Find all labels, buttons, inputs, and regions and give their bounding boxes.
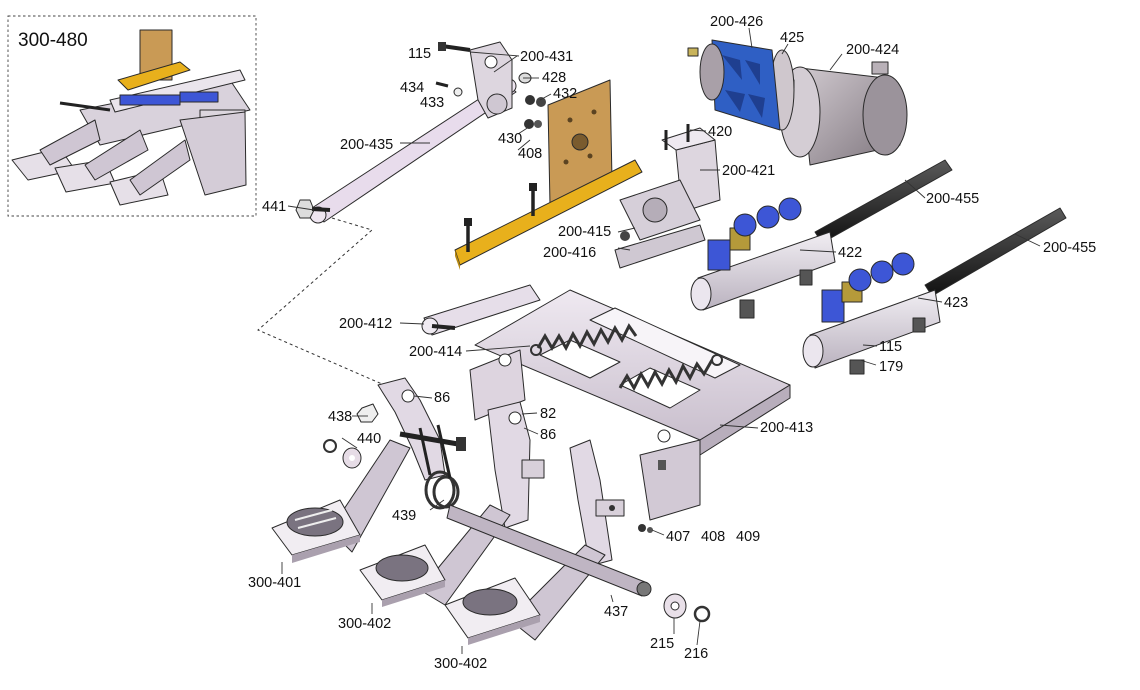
label-437: 437	[604, 604, 628, 620]
label-86-bottom: 86	[540, 427, 556, 443]
support-block-200-421	[614, 124, 721, 269]
label-422: 422	[838, 245, 862, 261]
spring-200-414-b	[618, 354, 723, 392]
label-200-415: 200-415	[558, 224, 611, 240]
label-86-top: 86	[434, 390, 450, 406]
label-423: 423	[944, 295, 968, 311]
label-434: 434	[400, 80, 424, 96]
label-200-416: 200-416	[543, 245, 596, 261]
label-215: 215	[650, 636, 674, 652]
label-179: 179	[879, 359, 903, 375]
frame-200-413	[469, 289, 791, 521]
label-200-455-a: 200-455	[926, 191, 979, 207]
label-407: 407	[666, 529, 690, 545]
label-432: 432	[553, 86, 577, 102]
label-428: 428	[542, 70, 566, 86]
label-200-414: 200-414	[409, 344, 462, 360]
inset-assembly-view: 300-480	[7, 15, 257, 217]
leader-lines	[281, 27, 1041, 654]
label-433: 433	[420, 95, 444, 111]
valve-block-423	[802, 252, 941, 375]
spring-200-414-a	[530, 323, 638, 356]
label-440: 440	[357, 431, 381, 447]
label-300-402-b: 300-402	[434, 656, 487, 672]
label-420: 420	[708, 124, 732, 140]
label-200-431: 200-431	[520, 49, 573, 65]
label-425: 425	[780, 30, 804, 46]
label-200-412: 200-412	[339, 316, 392, 332]
valve-block-422	[690, 197, 836, 319]
label-216: 216	[684, 646, 708, 662]
pedal-300-402-b	[444, 439, 653, 645]
label-430: 430	[498, 131, 522, 147]
inset-mini-assembly	[11, 29, 251, 206]
label-300-401: 300-401	[248, 575, 301, 591]
clip-216	[693, 605, 711, 623]
shaft-437	[446, 504, 652, 597]
pin-433	[435, 81, 463, 97]
bolt-440-pin	[399, 431, 466, 451]
spring-439	[418, 424, 460, 510]
bracket-200-431	[469, 41, 513, 119]
assembly-path-dashed	[257, 217, 383, 385]
label-409: 409	[736, 529, 760, 545]
label-200-435: 200-435	[340, 137, 393, 153]
label-82: 82	[540, 406, 556, 422]
bolt-115-top	[438, 42, 471, 52]
washers-440	[323, 439, 362, 469]
label-200-421: 200-421	[722, 163, 775, 179]
label-200-455-b: 200-455	[1043, 240, 1096, 256]
nut-438	[356, 403, 379, 423]
label-200-413: 200-413	[760, 420, 813, 436]
motor-200-424	[779, 61, 908, 166]
pedal-300-401	[271, 377, 446, 563]
label-438: 438	[328, 409, 352, 425]
label-408-top: 408	[518, 146, 542, 162]
washer-215	[663, 593, 687, 619]
label-441: 441	[262, 199, 286, 215]
part-labels: 115 200-431 434 433 428 432 200-435 430 …	[248, 14, 1096, 672]
coupler-200-426	[687, 39, 781, 131]
label-115-top: 115	[408, 46, 431, 62]
label-115-right: 115	[879, 339, 902, 355]
label-200-424: 200-424	[846, 42, 899, 58]
mounting-plate	[454, 79, 643, 270]
label-439: 439	[392, 508, 416, 524]
label-408-bottom: 408	[701, 529, 725, 545]
inset-title: 300-480	[18, 30, 88, 51]
link-200-412	[421, 284, 541, 336]
label-300-402-a: 300-402	[338, 616, 391, 632]
label-200-426: 200-426	[710, 14, 763, 30]
